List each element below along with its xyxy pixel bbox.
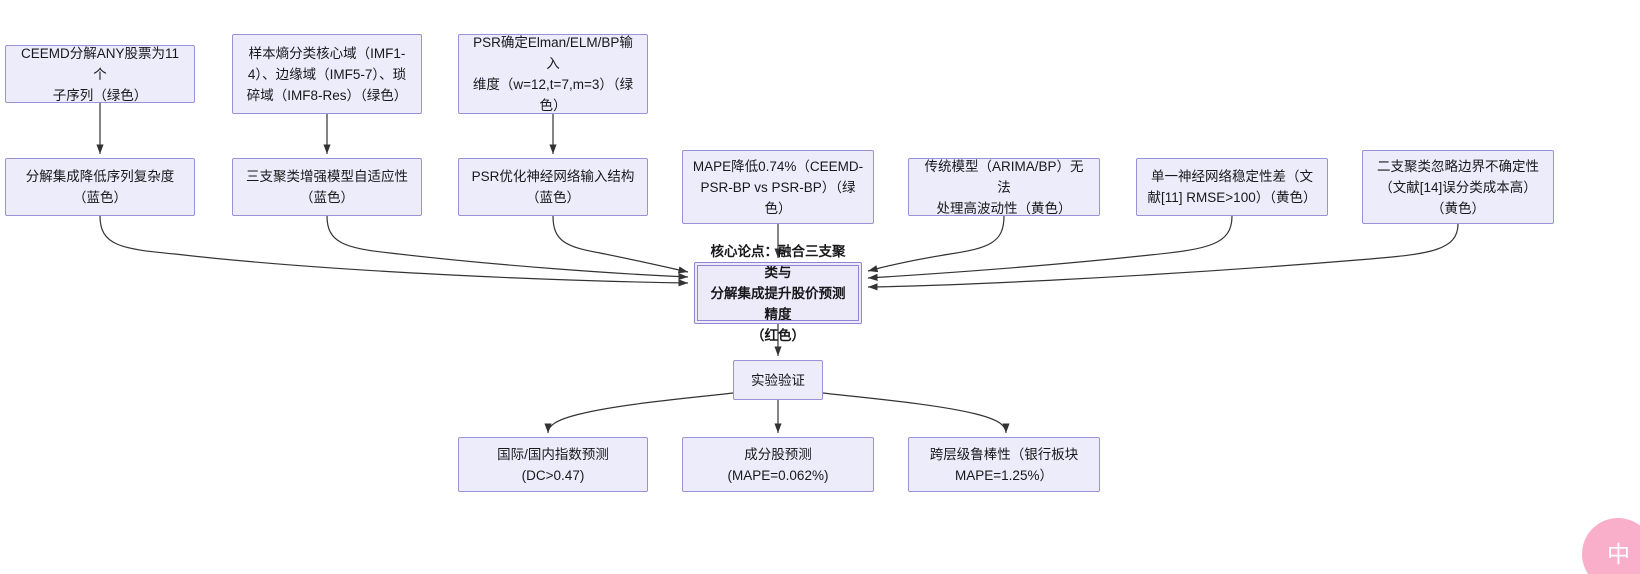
node-label: 成分股预测 (MAPE=0.062%)	[727, 446, 829, 483]
watermark-badge: 中	[1582, 518, 1640, 574]
node-core-thesis[interactable]: 核心论点：融合三支聚类与 分解集成提升股价预测精度 （红色）	[694, 244, 862, 343]
node-label: MAPE降低0.74%（CEEMD- PSR-BP vs PSR-BP）（绿 色…	[692, 158, 864, 216]
node-label: 三支聚类增强模型自适应性 （蓝色）	[246, 169, 408, 205]
node-psr-input-dimension[interactable]: PSR确定Elman/ELM/BP输入 维度（w=12,t=7,m=3）（绿 色…	[458, 34, 648, 114]
node-label: CEEMD分解ANY股票为11个 子序列（绿色）	[20, 45, 180, 103]
node-label: 跨层级鲁棒性（银行板块 MAPE=1.25%）	[929, 446, 1079, 483]
node-label: PSR优化神经网络输入结构 （蓝色）	[471, 169, 635, 205]
node-experimental-validation[interactable]: 实验验证	[733, 360, 823, 400]
edge-n8-core	[867, 215, 1005, 273]
node-index-forecast-result[interactable]: 国际/国内指数预测 (DC>0.47)	[458, 437, 648, 492]
node-traditional-model-limitation[interactable]: 传统模型（ARIMA/BP）无法 处理高波动性（黄色）	[908, 158, 1100, 216]
node-label: 分解集成降低序列复杂度 （蓝色）	[25, 169, 175, 205]
node-label: 二支聚类忽略边界不确定性 （文献[14]误分类成本高） （黄色）	[1377, 158, 1539, 216]
node-sample-entropy-domains[interactable]: 样本熵分类核心域（IMF1- 4）、边缘域（IMF5-7）、琐 碎域（IMF8-…	[232, 34, 422, 114]
edge-n4-core	[99, 215, 689, 287]
watermark-text: 中	[1607, 540, 1630, 567]
node-label: 传统模型（ARIMA/BP）无法 处理高波动性（黄色）	[924, 158, 1084, 216]
edge-exp-r1	[544, 392, 734, 434]
node-label: 单一神经网络稳定性差（文 献[11] RMSE>100）（黄色）	[1147, 169, 1317, 205]
node-two-way-clustering-limitation[interactable]: 二支聚类忽略边界不确定性 （文献[14]误分类成本高） （黄色）	[1362, 150, 1554, 224]
node-label: 国际/国内指数预测 (DC>0.47)	[497, 446, 609, 483]
node-label: 核心论点：融合三支聚类与 分解集成提升股价预测精度 （红色）	[710, 243, 846, 343]
edge-n9-core	[867, 215, 1233, 281]
edge-n6-core	[552, 215, 689, 274]
edge-exp-r3	[822, 392, 1010, 434]
node-ceemd-decompose[interactable]: CEEMD分解ANY股票为11个 子序列（绿色）	[5, 45, 195, 103]
node-reduce-complexity[interactable]: 分解集成降低序列复杂度 （蓝色）	[5, 158, 195, 216]
node-label: 样本熵分类核心域（IMF1- 4）、边缘域（IMF5-7）、琐 碎域（IMF8-…	[246, 45, 408, 103]
node-label: 实验验证	[751, 372, 805, 388]
edge-n10-core	[867, 223, 1459, 291]
edge-n5-core	[326, 215, 689, 281]
node-single-nn-instability[interactable]: 单一神经网络稳定性差（文 献[11] RMSE>100）（黄色）	[1136, 158, 1328, 216]
node-three-way-clustering-adaptivity[interactable]: 三支聚类增强模型自适应性 （蓝色）	[232, 158, 422, 216]
node-mape-improvement[interactable]: MAPE降低0.74%（CEEMD- PSR-BP vs PSR-BP）（绿 色…	[682, 150, 874, 224]
node-cross-level-robustness-result[interactable]: 跨层级鲁棒性（银行板块 MAPE=1.25%）	[908, 437, 1100, 492]
node-constituent-stock-result[interactable]: 成分股预测 (MAPE=0.062%)	[682, 437, 874, 492]
node-psr-optimize-structure[interactable]: PSR优化神经网络输入结构 （蓝色）	[458, 158, 648, 216]
node-label: PSR确定Elman/ELM/BP输入 维度（w=12,t=7,m=3）（绿 色…	[472, 35, 634, 113]
